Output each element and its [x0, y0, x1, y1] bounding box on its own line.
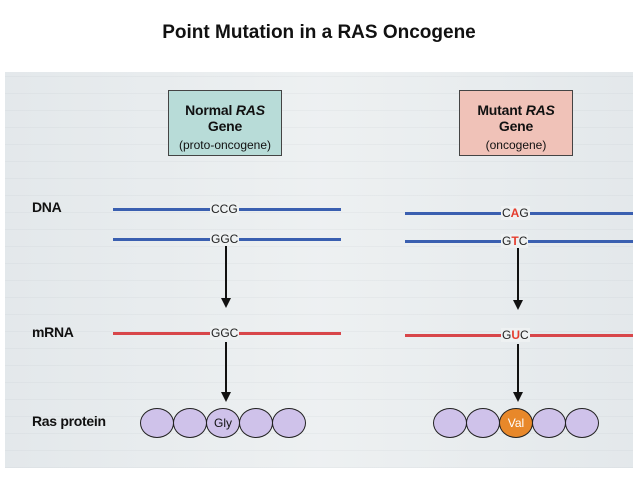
normal-translation-arrowhead: [221, 392, 231, 402]
normal-transcription-arrow: [225, 246, 227, 300]
mutant-protein-bead: [466, 408, 500, 438]
mutant-gene-box: Mutant RAS Gene (oncogene): [459, 90, 573, 156]
slide-title: Point Mutation in a RAS Oncogene: [162, 22, 476, 43]
normal-gene-title: Normal RAS Gene: [185, 102, 265, 134]
normal-dna-bottom-codon: GGC: [210, 232, 240, 246]
mutant-transcription-arrow: [517, 248, 519, 302]
mutant-protein-bead: [433, 408, 467, 438]
normal-gene-subtitle: (proto-oncogene): [178, 138, 272, 152]
mutation-base-mrna: U: [511, 328, 521, 342]
protein-row-label: Ras protein: [32, 413, 106, 429]
mutation-base-dna-bottom: T: [511, 234, 519, 248]
mutation-base-dna-top: A: [510, 206, 520, 220]
normal-gene-box: Normal RAS Gene (proto-oncogene): [168, 90, 282, 156]
mutant-gene-subtitle: (oncogene): [485, 138, 547, 152]
mutant-dna-top-codon: CAG: [501, 206, 530, 220]
mutant-transcription-arrowhead: [513, 300, 523, 310]
normal-translation-arrow: [225, 342, 227, 394]
mutant-protein-bead: [565, 408, 599, 438]
mutant-translation-arrowhead: [513, 392, 523, 402]
mutant-protein-bead: [532, 408, 566, 438]
mutant-mrna-codon: GUC: [501, 328, 530, 342]
mrna-row-label: mRNA: [32, 324, 74, 340]
normal-protein-bead: [239, 408, 273, 438]
normal-protein-bead: [140, 408, 174, 438]
mutant-amino-acid-label: Val: [507, 416, 525, 430]
dna-row-label: DNA: [32, 199, 62, 215]
normal-protein-bead: [173, 408, 207, 438]
mutant-protein-bead-val: [499, 408, 533, 438]
normal-transcription-arrowhead: [221, 298, 231, 308]
normal-mrna-codon: GGC: [210, 326, 240, 340]
mutant-translation-arrow: [517, 344, 519, 394]
mutant-gene-title: Mutant RAS Gene: [477, 102, 555, 134]
normal-amino-acid-label: Gly: [214, 416, 232, 430]
normal-dna-top-codon: CCG: [210, 202, 239, 216]
mutation-diagram: Normal RAS Gene (proto-oncogene) Mutant …: [5, 72, 633, 468]
mutant-dna-bottom-codon: GTC: [501, 234, 529, 248]
normal-protein-bead: [272, 408, 306, 438]
